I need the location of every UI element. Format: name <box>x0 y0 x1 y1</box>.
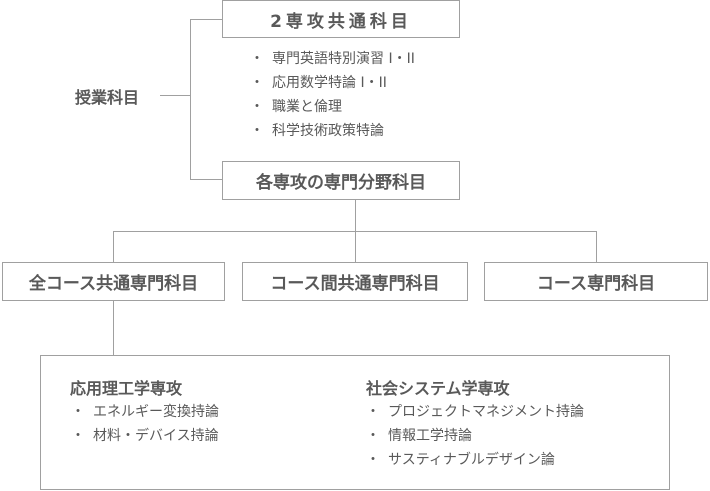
connector <box>190 179 222 180</box>
all-course-common-box: 全コース共通専門科目 <box>2 262 225 301</box>
major-title: 社会システム学専攻 <box>366 379 510 398</box>
major-courses-list: エネルギー変換持論 材料・デバイス持論 <box>71 400 219 448</box>
common-courses-list: 専門英語特別演習 I・II 応用数学特論 I・II 職業と倫理 科学技術政策特論 <box>250 47 415 143</box>
connector <box>160 95 190 96</box>
connector <box>355 231 356 262</box>
list-item: サスティナブルデザイン論 <box>366 448 584 472</box>
connector <box>596 231 597 262</box>
major-title: 応用理工学専攻 <box>70 379 183 398</box>
connector <box>190 19 222 20</box>
connector <box>113 301 114 355</box>
list-item: プロジェクトマネジメント持論 <box>366 400 584 424</box>
list-item: エネルギー変換持論 <box>71 400 219 424</box>
inter-course-common-box: コース間共通専門科目 <box>242 262 468 301</box>
major-courses-list: プロジェクトマネジメント持論 情報工学持論 サスティナブルデザイン論 <box>366 400 584 472</box>
list-item: 材料・デバイス持論 <box>71 424 219 448</box>
majors-box: 応用理工学専攻 エネルギー変換持論 材料・デバイス持論 社会システム学専攻 プロ… <box>40 355 670 490</box>
connector <box>355 200 356 231</box>
specialized-courses-box: 各専攻の専門分野科目 <box>222 161 460 200</box>
list-item: 職業と倫理 <box>250 95 415 119</box>
list-item: 応用数学特論 I・II <box>250 71 415 95</box>
list-item: 科学技術政策特論 <box>250 119 415 143</box>
list-item: 専門英語特別演習 I・II <box>250 47 415 71</box>
list-item: 情報工学持論 <box>366 424 584 448</box>
connector <box>190 19 191 180</box>
root-label: 授業科目 <box>75 88 140 107</box>
course-specific-box: コース専門科目 <box>484 262 708 301</box>
connector <box>113 231 114 262</box>
common-courses-box: 2専攻共通科目 <box>222 0 460 38</box>
